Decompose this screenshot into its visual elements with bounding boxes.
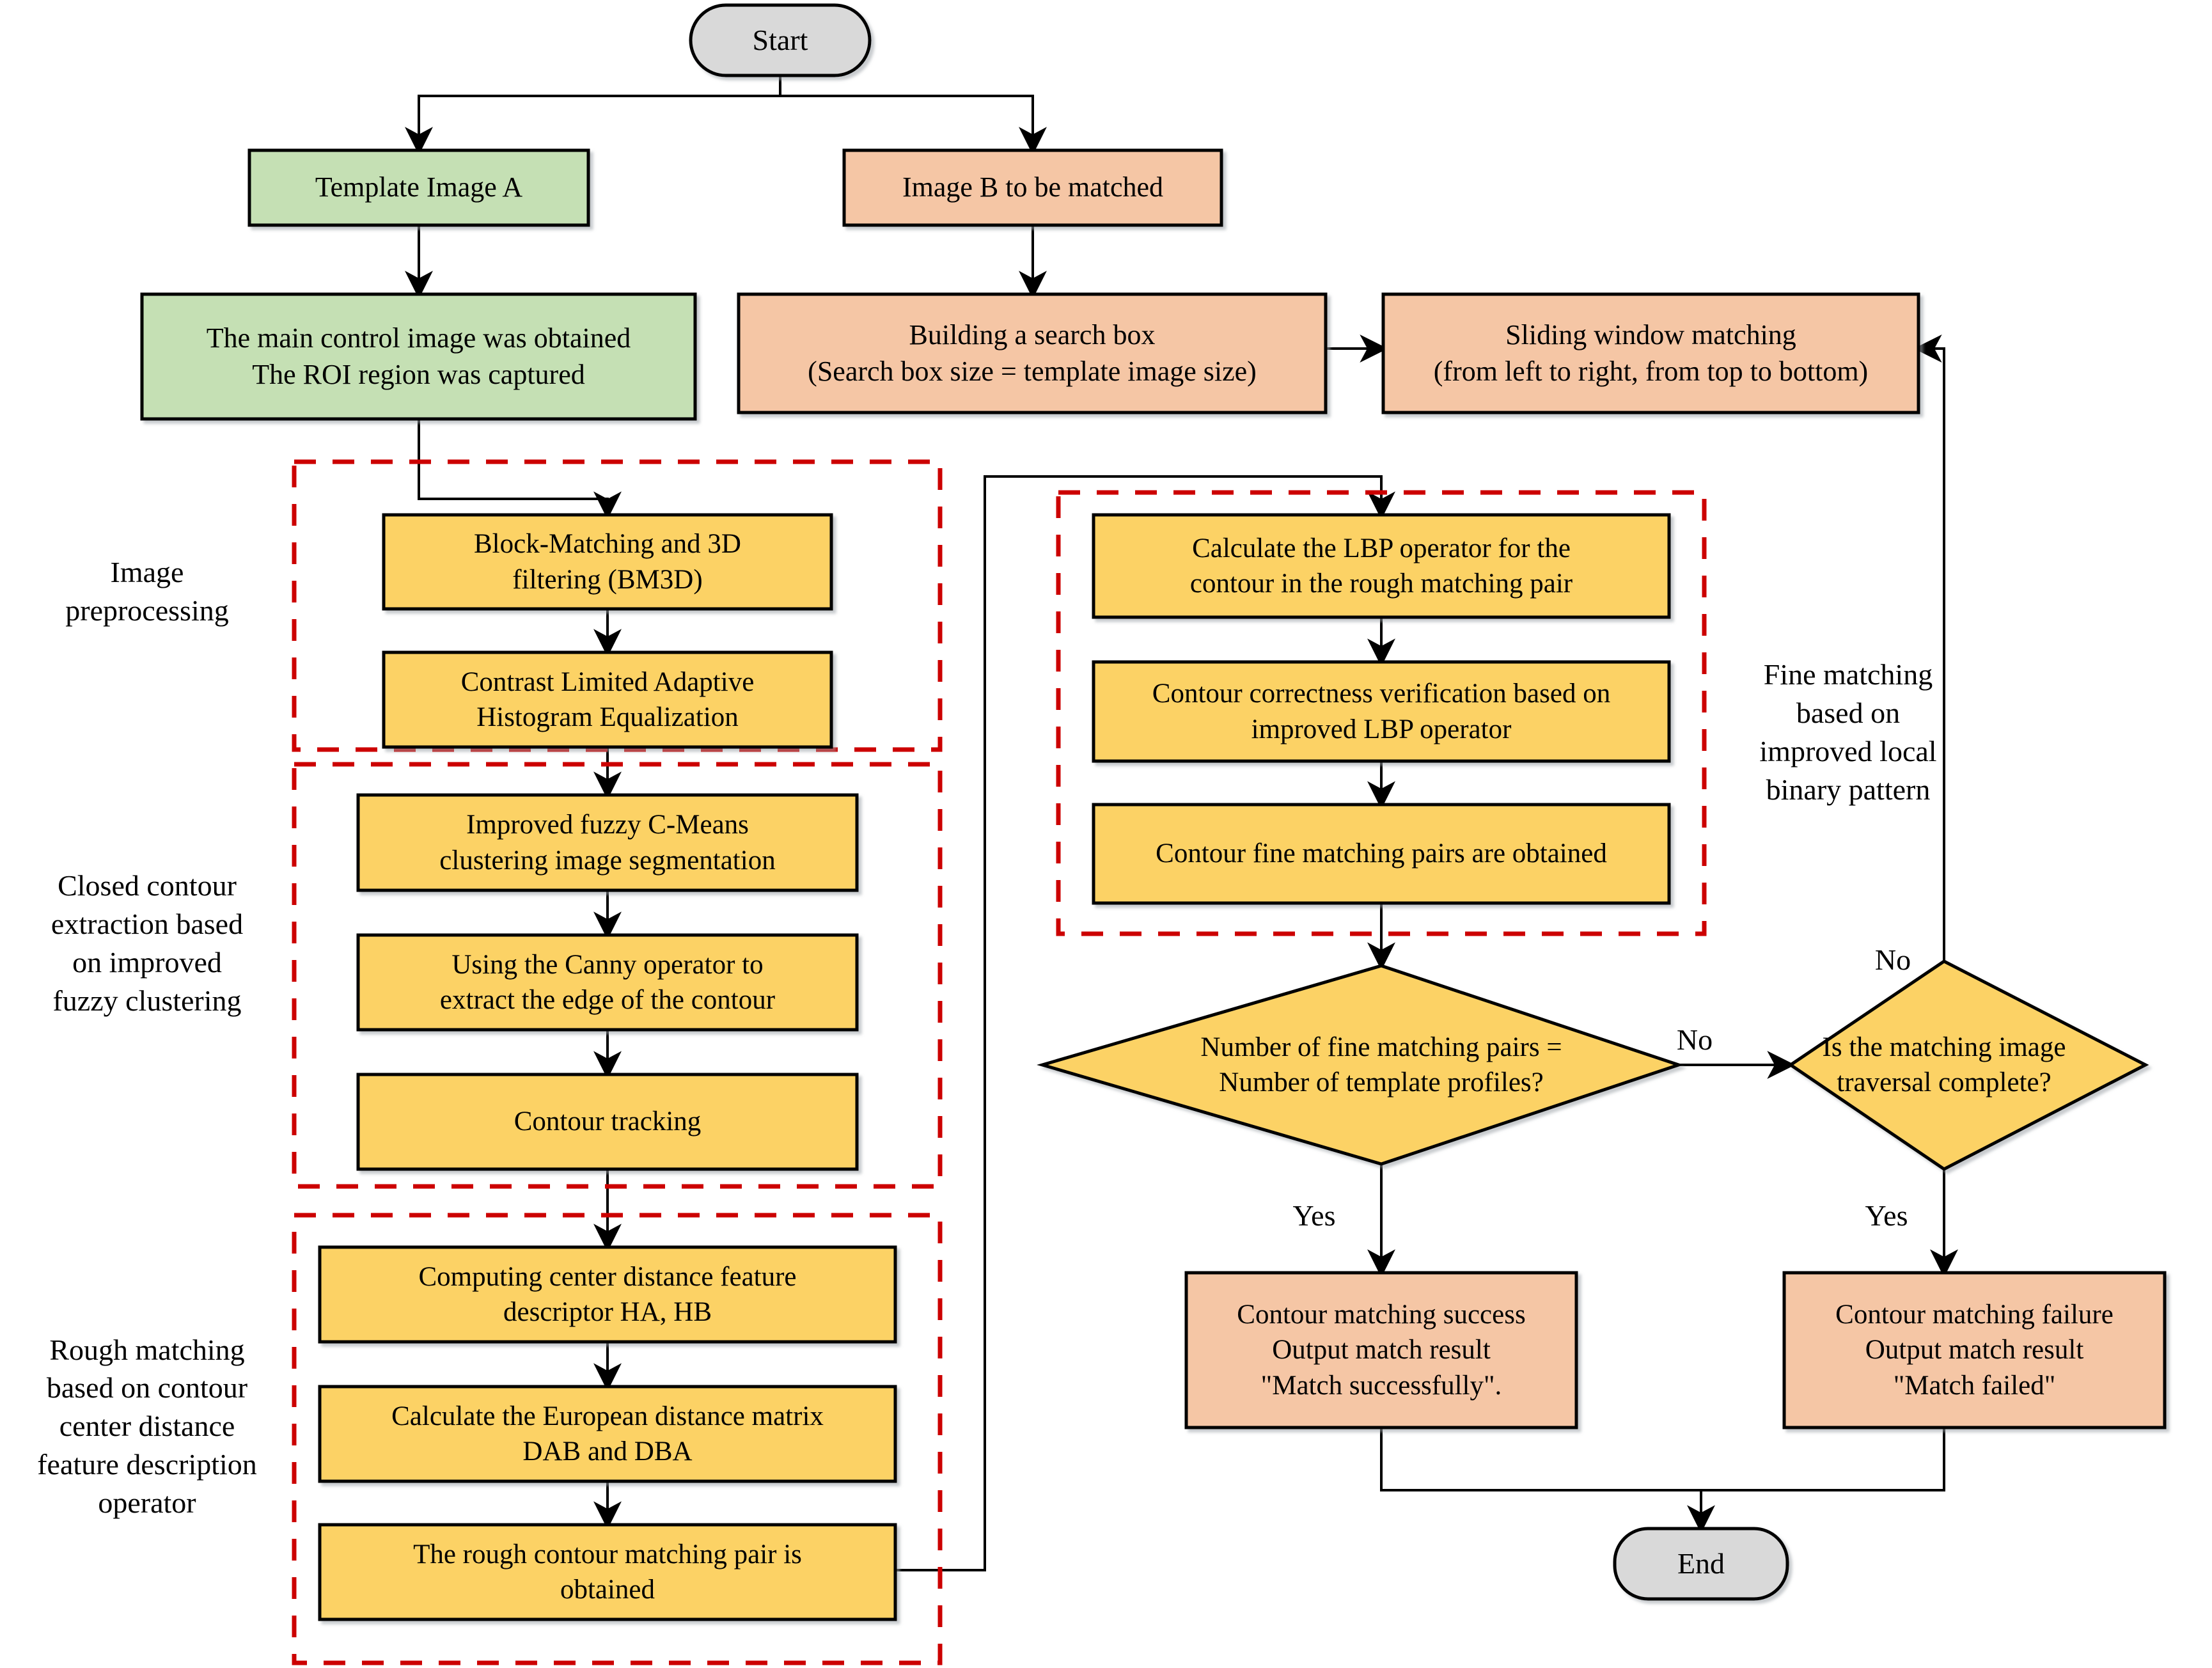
edge-success-to-end (1380, 1428, 1715, 1534)
group-closed-contour (292, 762, 943, 1189)
edge-failure-to-end-join (1381, 1428, 1945, 1491)
connector-group (405, 41, 1958, 1571)
edge-label-yes-traversal: Yes (1865, 1199, 1908, 1232)
node-start-shape (689, 3, 872, 77)
edge-main-to-bm3d (418, 419, 622, 520)
group-rough-matching (292, 1213, 943, 1665)
peach-node-shapes (737, 148, 2167, 1429)
edge-label-no-pairs: No (1676, 1023, 1713, 1056)
edge-label-yes-pairs: Yes (1292, 1199, 1336, 1232)
decision-shapes (1037, 959, 2149, 1171)
yellow-node-shapes (318, 513, 1671, 1621)
edge-label-no-traversal: No (1874, 943, 1911, 976)
group-image-preprocessing (292, 459, 943, 752)
group-label-image-preprocessing: Image preprocessing (65, 556, 229, 627)
diamond-traversal (1787, 959, 2149, 1171)
group-label-rough-matching: Rough matching based on contour center d… (37, 1333, 257, 1519)
group-label-fine-matching: Fine matching based on improved local bi… (1759, 658, 1937, 806)
group-fine-matching (1056, 490, 1707, 936)
group-label-closed-contour: Closed contour extraction based on impro… (51, 869, 244, 1017)
diamond-pairs (1037, 964, 1684, 1166)
node-end-shape (1613, 1527, 1789, 1601)
edge-roughpair-to-lbpcalc (895, 475, 1395, 1571)
green-node-shapes (140, 148, 697, 421)
group-outline-set (292, 459, 1707, 1665)
connector-group-plain (1381, 1428, 1945, 1491)
edge-traversal-no-to-sliding (1913, 334, 1945, 961)
